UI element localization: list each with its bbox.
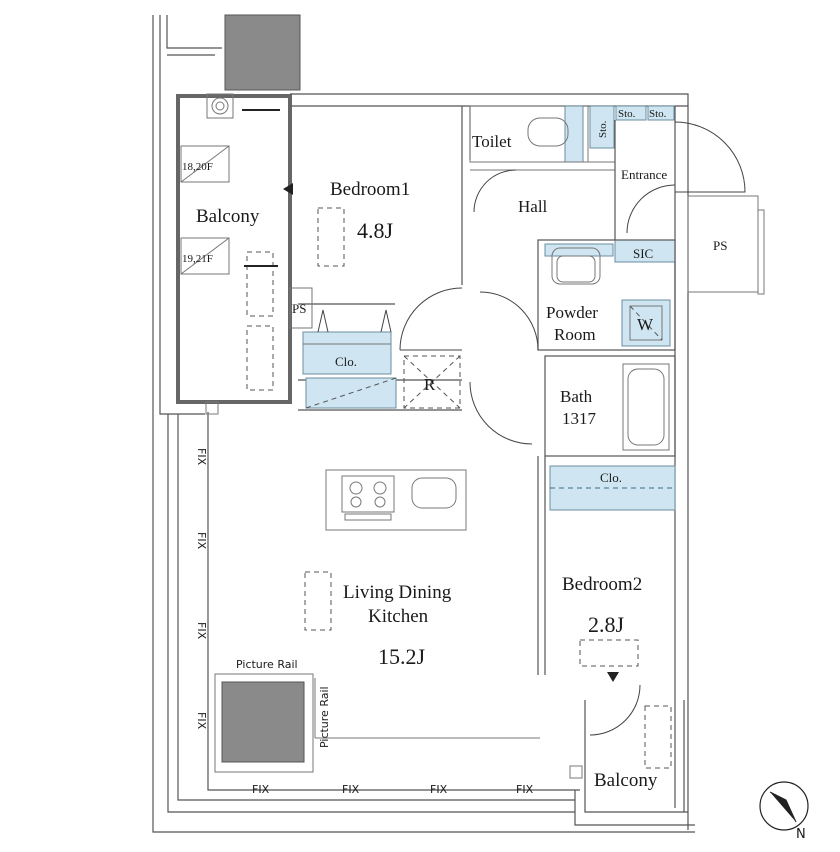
- storage3-label: Sto.: [649, 108, 667, 120]
- bath-label: Bath: [560, 387, 593, 406]
- balcony-bottom-label: Balcony: [594, 770, 658, 791]
- ps-inner-box: [289, 287, 313, 329]
- fix-bottom-2: FIX: [342, 783, 360, 796]
- bedroom2-hatch: [579, 639, 639, 667]
- fix-bottom: FIX FIX FIX FIX: [252, 783, 534, 796]
- bedroom2-area: 2.8J: [588, 612, 625, 637]
- closet1: [302, 331, 392, 375]
- sic-label: SIC: [633, 246, 653, 261]
- ps-inner-label: PS: [292, 301, 306, 316]
- fix-bottom-4: FIX: [516, 783, 534, 796]
- entrance-label: Entrance: [621, 167, 667, 182]
- bath-walls: [544, 355, 676, 457]
- powder-room-walls: [537, 239, 676, 351]
- ldk-area: 15.2J: [378, 644, 426, 669]
- storage-units: [589, 105, 675, 149]
- closet1-label: Clo.: [335, 354, 357, 369]
- hatch-2: [246, 325, 274, 391]
- ps-right-label: PS: [713, 238, 727, 253]
- outdoor-unit-top: [224, 14, 301, 91]
- fix-bottom-1: FIX: [252, 783, 270, 796]
- fix-left: FIX FIX FIX FIX: [195, 448, 208, 730]
- powder-room-label-1: Powder: [546, 303, 598, 322]
- bedroom2-name: Bedroom2: [562, 574, 642, 595]
- toilet-door: [473, 169, 517, 213]
- storage1-label: Sto.: [597, 120, 609, 138]
- compass-north-label: N: [796, 827, 806, 842]
- closet2-label: Clo.: [600, 470, 622, 485]
- washbasin: [551, 247, 601, 285]
- washer-label: W: [637, 315, 654, 334]
- window-marker-icon: [607, 672, 619, 682]
- refrigerator-space: [403, 355, 461, 409]
- bathtub: [622, 363, 670, 451]
- hall-label: Hall: [518, 197, 548, 216]
- toilet-area: [469, 105, 615, 171]
- entrance-door: [674, 121, 746, 193]
- fix-bottom-3: FIX: [430, 783, 448, 796]
- fix-left-2: FIX: [195, 532, 208, 550]
- ldk-hatch: [304, 571, 332, 631]
- storage2-label: Sto.: [618, 108, 636, 120]
- hatch-1: [246, 251, 274, 317]
- bedroom1-area: 4.8J: [357, 218, 394, 243]
- entrance-inner-door: [626, 184, 676, 234]
- balcony-top-label: Balcony: [196, 206, 260, 227]
- kitchen-island: [325, 469, 467, 531]
- column-box: [221, 681, 305, 763]
- powder-room-label-2: Room: [554, 325, 596, 344]
- ac-icon: [206, 93, 234, 119]
- window-marker-icon: [283, 183, 293, 195]
- bath-size-label: 1317: [562, 409, 597, 428]
- bath-door: [469, 381, 533, 445]
- balcony-floor-notes: 18,20F 19,21F: [180, 145, 230, 275]
- fix-left-4: FIX: [195, 712, 208, 730]
- compass-icon: N: [759, 781, 809, 842]
- toilet-label: Toilet: [472, 132, 512, 151]
- fix-left-1: FIX: [195, 448, 208, 466]
- picture-rail-side-label: Picture Rail: [318, 686, 331, 748]
- refrigerator-label: R: [424, 375, 436, 394]
- floor-note-1: 18,20F: [182, 161, 213, 173]
- bedroom1-name: Bedroom1: [330, 179, 410, 200]
- bedroom1-door-arc: [399, 287, 463, 351]
- powder-door: [479, 291, 539, 351]
- floor-note-2: 19,21F: [182, 253, 213, 265]
- picture-rail-box: [214, 673, 314, 773]
- bedroom1-hatch: [317, 207, 345, 267]
- picture-rail-top-label: Picture Rail: [236, 658, 298, 671]
- ldk-name-2: Kitchen: [368, 606, 429, 627]
- bedroom2-door: [589, 684, 641, 736]
- balcony-bottom-hatch: [644, 705, 672, 769]
- fix-left-3: FIX: [195, 622, 208, 640]
- ldk-name-1: Living Dining: [343, 582, 452, 603]
